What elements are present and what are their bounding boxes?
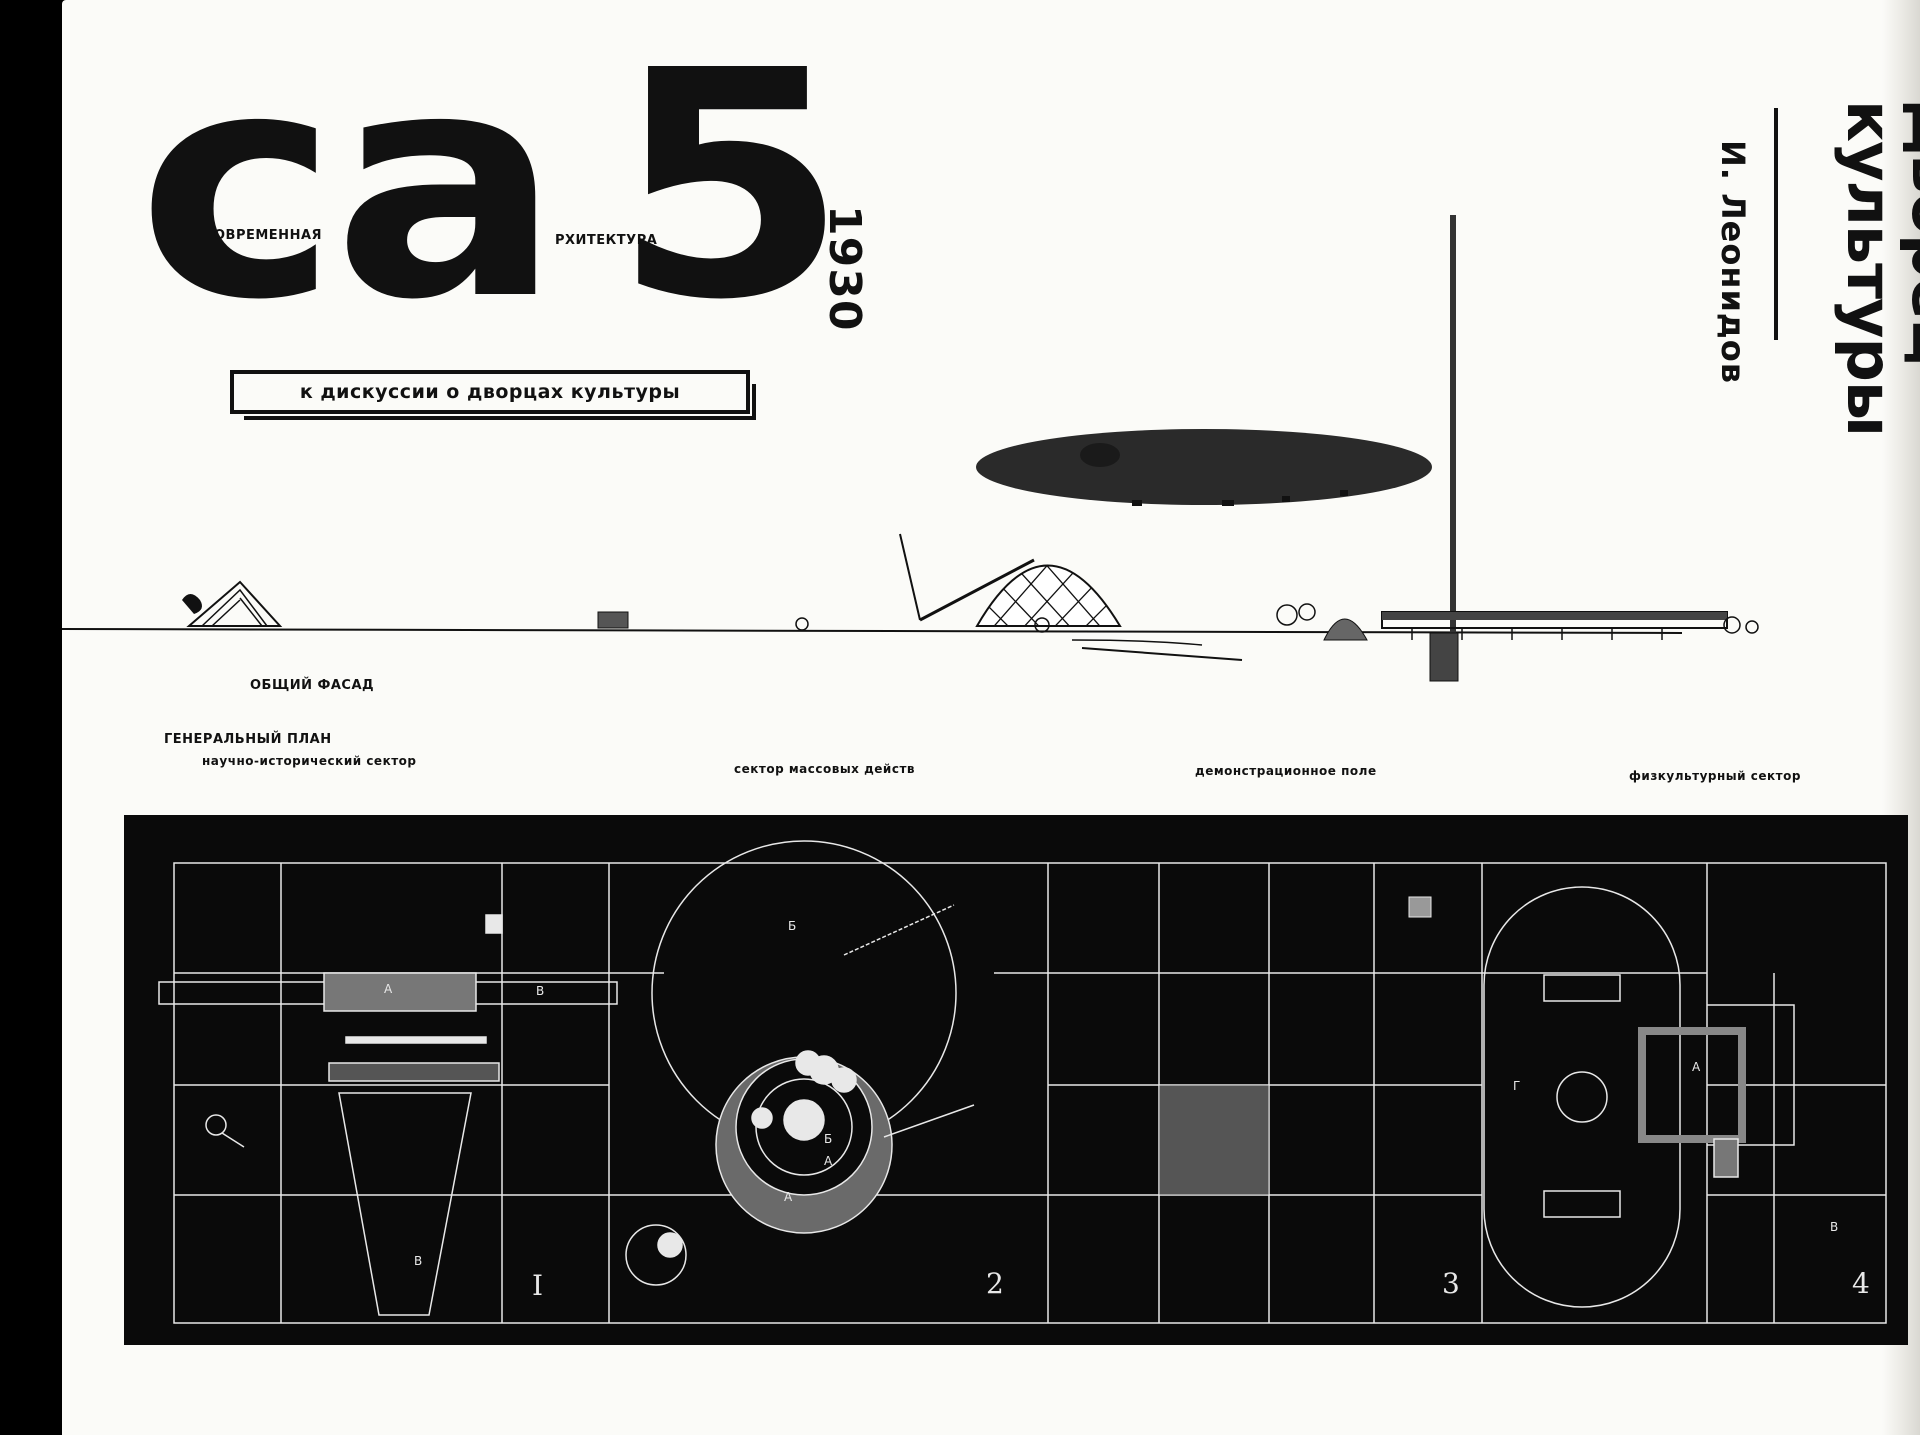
plan-section-numbers: I 2 3 4 (532, 1267, 1870, 1302)
plan-section-number-4: 4 (1852, 1267, 1870, 1300)
plan-sector-4 (1483, 886, 1795, 1308)
master-plan-drawing: I 2 3 4 А В Б А В А Б Г А В (158, 840, 1887, 1324)
tagline-box: к дискуссии о дворцах культуры (230, 370, 756, 420)
sector-label-4: физкультурный сектор (1629, 769, 1801, 783)
plan-letter-8: Г (1513, 1079, 1520, 1093)
master-plan-panel: I 2 3 4 А В Б А В А Б Г А В (124, 815, 1908, 1345)
plan-section-number-1: I (532, 1269, 543, 1302)
sector-label-2: сектор массовых действ (734, 762, 916, 776)
facade-ground-line (62, 628, 1683, 634)
plan-grid (173, 862, 1887, 1324)
plan-section-number-2: 2 (986, 1267, 1004, 1300)
sector-label-1: научно-исторический сектор (202, 754, 417, 768)
facade-label: ОБЩИЙ ФАСАД (250, 678, 375, 693)
facade-diagonal (899, 533, 921, 621)
sector-label-3: демонстрационное поле (1195, 764, 1377, 778)
facade-airship (976, 429, 1432, 506)
masthead-logo: са (137, 4, 562, 369)
facade-drawing (62, 215, 1759, 682)
plan-section-number-3: 3 (1442, 1267, 1460, 1300)
plan-letter-10: В (1830, 1220, 1838, 1234)
facade-small-dome (1323, 618, 1368, 641)
book-spine (0, 0, 62, 1435)
facade-small-block (597, 611, 629, 629)
facade-long-building (1381, 611, 1728, 640)
magazine-page: са 5 1930 ОВРЕМЕННАЯ РХИТЕКТУРА к дискус… (62, 0, 1920, 1435)
plan-sector-1 (158, 914, 618, 1316)
plan-letter-5: В (414, 1254, 422, 1268)
plan-letter-6: А (784, 1190, 793, 1204)
plan-letter-2: В (536, 984, 544, 998)
plan-sector-3 (1158, 896, 1432, 1196)
plan-letters: А В Б А В А Б Г А В (384, 919, 1838, 1268)
facade-pyramid (182, 580, 283, 627)
masthead-word-sovremennaya: ОВРЕМЕННАЯ (214, 228, 323, 243)
plan-sector-2 (625, 840, 975, 1286)
plan-letter-3: Б (788, 919, 796, 933)
plan-letter-9: А (1692, 1060, 1701, 1074)
facade-trees (795, 603, 1759, 634)
title-rule (1774, 108, 1778, 340)
plan-letter-1: А (384, 982, 393, 996)
masthead-word-arkhitektura: РХИТЕКТУРА (555, 233, 658, 248)
plan-letter-4: А (824, 1154, 833, 1168)
issue-number: 5 (612, 4, 849, 369)
plan-label: ГЕНЕРАЛЬНЫЙ ПЛАН (164, 732, 332, 747)
facade-tower (1429, 215, 1459, 682)
plan-letter-7: Б (824, 1132, 832, 1146)
